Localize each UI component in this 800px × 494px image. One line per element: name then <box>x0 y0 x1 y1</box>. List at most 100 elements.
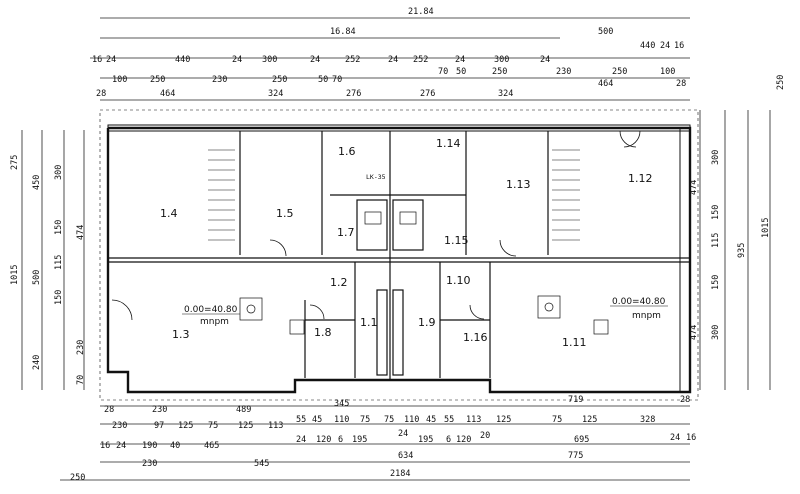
svg-text:2184: 2184 <box>390 469 410 479</box>
svg-text:55: 55 <box>444 415 454 425</box>
svg-text:150: 150 <box>711 205 721 220</box>
room-1-11: 1.11 <box>562 336 587 349</box>
svg-text:775: 775 <box>568 451 583 461</box>
svg-text:100: 100 <box>112 75 127 85</box>
bottom-dimensions: 28 230 489 345 719 28 230 97 125 75 125 … <box>60 395 696 483</box>
svg-text:115: 115 <box>711 233 721 248</box>
svg-text:150: 150 <box>711 275 721 290</box>
svg-text:50: 50 <box>318 75 328 85</box>
svg-text:230: 230 <box>152 405 167 415</box>
svg-text:252: 252 <box>413 55 428 65</box>
room-1-5: 1.5 <box>276 207 294 220</box>
svg-text:300: 300 <box>54 165 64 180</box>
svg-text:55: 55 <box>296 415 306 425</box>
svg-text:24: 24 <box>106 55 116 65</box>
svg-text:250: 250 <box>272 75 287 85</box>
right-dimensions: 250 300 474 150 115 935 1015 150 300 474 <box>689 75 786 390</box>
svg-text:250: 250 <box>492 67 507 77</box>
svg-text:345: 345 <box>334 399 349 409</box>
svg-text:250: 250 <box>150 75 165 85</box>
svg-text:28: 28 <box>96 89 106 99</box>
svg-text:24: 24 <box>660 41 670 51</box>
svg-text:276: 276 <box>346 89 361 99</box>
svg-text:450: 450 <box>32 175 42 190</box>
doors <box>111 130 641 321</box>
svg-text:70: 70 <box>332 75 342 85</box>
svg-text:100: 100 <box>660 67 675 77</box>
svg-text:1015: 1015 <box>10 265 20 285</box>
svg-text:440: 440 <box>640 41 655 51</box>
svg-text:324: 324 <box>268 89 283 99</box>
svg-text:6: 6 <box>446 435 451 445</box>
svg-text:328: 328 <box>640 415 655 425</box>
svg-text:230: 230 <box>76 340 86 355</box>
room-1-15: 1.15 <box>444 234 469 247</box>
svg-text:24: 24 <box>670 433 680 443</box>
room-1-16: 1.16 <box>463 331 488 344</box>
room-1-3: 1.3 <box>172 328 190 341</box>
svg-text:28: 28 <box>676 79 686 89</box>
svg-text:300: 300 <box>711 150 721 165</box>
svg-text:695: 695 <box>574 435 589 445</box>
svg-text:300: 300 <box>262 55 277 65</box>
svg-text:28: 28 <box>104 405 114 415</box>
interior-walls <box>108 131 690 380</box>
svg-text:464: 464 <box>160 89 175 99</box>
svg-text:935: 935 <box>737 243 747 258</box>
svg-text:24: 24 <box>116 441 126 451</box>
level-right: 0.00=40.80 <box>612 297 666 307</box>
svg-text:6: 6 <box>338 435 343 445</box>
svg-text:195: 195 <box>418 435 433 445</box>
dim-top-16-84: 16.84 <box>330 27 356 37</box>
svg-text:16: 16 <box>100 441 110 451</box>
outer-walls <box>106 124 692 394</box>
svg-text:75: 75 <box>208 421 218 431</box>
svg-text:474: 474 <box>689 180 699 195</box>
top-dimensions: 21.84 16.84 500 16 24 440 24 300 24 252 … <box>90 7 690 101</box>
svg-text:125: 125 <box>238 421 253 431</box>
level-left-unit: mnpm <box>200 317 229 327</box>
svg-text:276: 276 <box>420 89 435 99</box>
roof-outline <box>99 109 699 401</box>
svg-text:465: 465 <box>204 441 219 451</box>
svg-text:97: 97 <box>154 421 164 431</box>
svg-text:125: 125 <box>582 415 597 425</box>
svg-text:275: 275 <box>10 155 20 170</box>
svg-text:545: 545 <box>254 459 269 469</box>
svg-text:489: 489 <box>236 405 251 415</box>
svg-text:190: 190 <box>142 441 157 451</box>
svg-text:50: 50 <box>456 67 466 77</box>
lk-label: LK-35 <box>366 173 386 181</box>
svg-text:252: 252 <box>345 55 360 65</box>
svg-text:70: 70 <box>76 375 86 385</box>
svg-text:440: 440 <box>175 55 190 65</box>
svg-text:113: 113 <box>268 421 283 431</box>
svg-text:16: 16 <box>686 433 696 443</box>
svg-text:16: 16 <box>92 55 102 65</box>
svg-text:110: 110 <box>404 415 419 425</box>
room-1-7: 1.7 <box>337 226 355 239</box>
svg-text:45: 45 <box>312 415 322 425</box>
left-dimensions: 275 450 300 1015 500 474 150 115 150 240… <box>10 130 86 390</box>
svg-text:300: 300 <box>494 55 509 65</box>
dim-total-top: 21.84 <box>408 7 434 17</box>
level-markers: 0.00=40.80 mnpm 0.00=40.80 mnpm LK-35 <box>182 173 668 327</box>
room-1-6: 1.6 <box>338 145 356 158</box>
room-labels: 1.3 1.4 1.5 1.6 1.7 1.8 1.1 1.2 1.9 1.10… <box>160 137 653 349</box>
svg-text:634: 634 <box>398 451 413 461</box>
svg-text:150: 150 <box>54 220 64 235</box>
svg-text:195: 195 <box>352 435 367 445</box>
svg-text:230: 230 <box>142 459 157 469</box>
svg-text:24: 24 <box>455 55 465 65</box>
svg-text:464: 464 <box>598 79 613 89</box>
room-1-13: 1.13 <box>506 178 531 191</box>
svg-text:500: 500 <box>32 270 42 285</box>
svg-text:120: 120 <box>456 435 471 445</box>
svg-text:24: 24 <box>398 429 408 439</box>
svg-text:150: 150 <box>54 290 64 305</box>
svg-text:115: 115 <box>54 255 64 270</box>
dim-top-500: 500 <box>598 27 613 37</box>
svg-text:324: 324 <box>498 89 513 99</box>
svg-text:24: 24 <box>388 55 398 65</box>
